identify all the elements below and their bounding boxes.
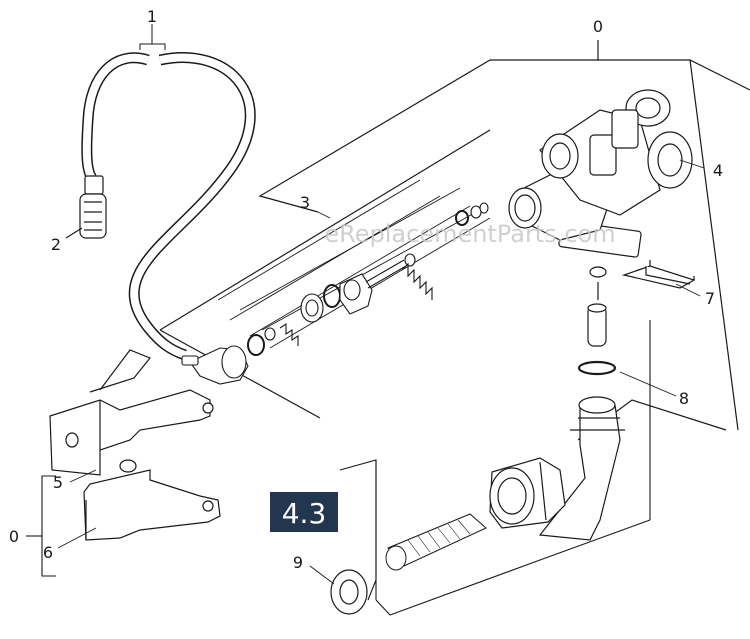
bracket-part-6 xyxy=(83,459,221,541)
section-badge-bg xyxy=(270,492,338,532)
part-3-components xyxy=(181,179,491,385)
pump-head-part-4 xyxy=(508,89,693,278)
filter-screen xyxy=(385,513,487,571)
callout-2: 2 xyxy=(51,235,61,254)
washer-part-9 xyxy=(330,569,368,615)
bracket-part-5 xyxy=(49,349,214,476)
assembly-0-outline xyxy=(159,40,750,441)
callout-6: 6 xyxy=(43,543,53,562)
callout-1: 1 xyxy=(147,7,157,26)
callout-3: 3 xyxy=(300,193,310,212)
callout-0-left: 0 xyxy=(9,527,19,546)
callout-0-top: 0 xyxy=(593,17,603,36)
hose-part-1 xyxy=(81,24,256,361)
callout-7: 7 xyxy=(705,289,715,308)
leader-lines xyxy=(57,159,705,585)
callout-4: 4 xyxy=(713,161,723,180)
assembly-0-left-outline xyxy=(26,475,56,577)
callout-numbers: 0 1 2 3 4 5 6 7 8 0 9 xyxy=(9,7,723,572)
callout-8: 8 xyxy=(679,389,689,408)
section-badge: 4.3 xyxy=(270,492,338,532)
union-nut xyxy=(489,457,566,529)
filter-part-2 xyxy=(65,175,107,239)
callout-9: 9 xyxy=(293,553,303,572)
callout-5: 5 xyxy=(53,473,63,492)
group-4-3-outline xyxy=(339,320,651,616)
watermark: eReplacementParts.com xyxy=(324,220,615,248)
section-badge-label: 4.3 xyxy=(282,497,327,530)
clip-part-7 xyxy=(621,260,696,289)
elbow-part-8 xyxy=(538,282,625,541)
